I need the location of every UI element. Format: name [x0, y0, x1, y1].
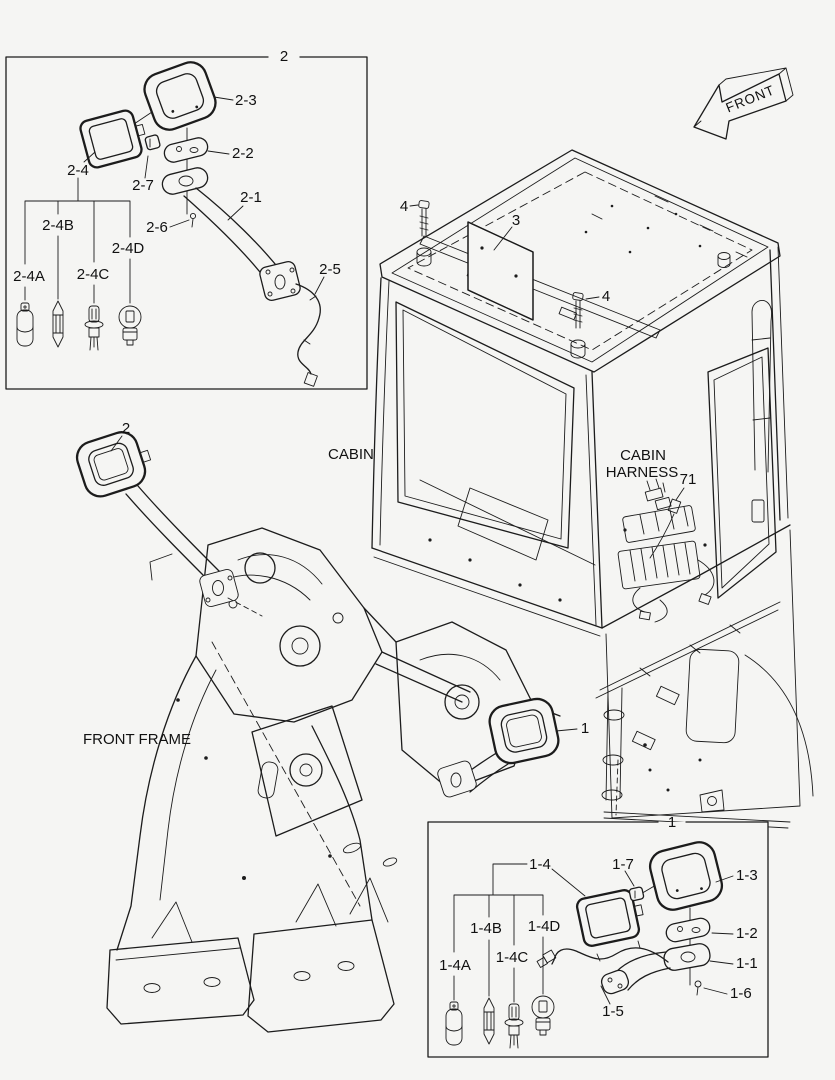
- box2-lamp-label: 2-4: [67, 162, 89, 179]
- box1-knob-label: 1-7: [612, 856, 634, 873]
- box2-plate-part: [163, 137, 209, 163]
- box1-bulb-c-label: 1-4C: [496, 949, 529, 966]
- cabin-label: CABIN: [328, 446, 374, 463]
- front-direction-arrow: FRONT: [693, 67, 794, 140]
- box1-screw-part: [694, 980, 702, 996]
- box1-lamp-label: 1-4: [529, 856, 551, 873]
- box2-screw-part: [189, 212, 197, 228]
- box1-bracket-part: [600, 943, 711, 995]
- lamp2-plate: [199, 569, 239, 607]
- front-arrow-label: FRONT: [724, 82, 777, 115]
- detail-box-2: 2 2-3 2-2 2-4 2-7 2-1 2-6 2-5 2-4A 2-4B …: [5, 48, 368, 390]
- box1-bezel-label: 1-3: [736, 867, 758, 884]
- box2-bulb-b-label: 2-4B: [42, 217, 74, 234]
- box2-bezel-part: [143, 61, 217, 131]
- front-frame-label: FRONT FRAME: [83, 731, 191, 748]
- lamp1-installed-callout: 1: [581, 720, 589, 737]
- box1-bulb-a-label: 1-4A: [439, 957, 471, 974]
- lamp2-installed-callout: 2: [122, 420, 130, 437]
- cabin-harness-drawing: [617, 478, 715, 623]
- box2-bracket-label: 2-1: [240, 189, 262, 206]
- box2-lamp-part: [79, 109, 146, 169]
- box1-bezel-part: [648, 841, 724, 911]
- cabin-drawing: [371, 149, 791, 699]
- box1-harness-label: 1-5: [602, 1003, 624, 1020]
- box1-bulb-b-label: 1-4B: [470, 920, 502, 937]
- cabin-harness-label-line2: HARNESS: [606, 464, 679, 481]
- box2-harness-label: 2-5: [319, 261, 341, 278]
- box1-title: 1: [668, 814, 676, 831]
- box2-bezel-label: 2-3: [235, 92, 257, 109]
- box2-plate-label: 2-2: [232, 145, 254, 162]
- roof-bolt-callout-4b: 4: [602, 288, 610, 305]
- detail-box-1: 1 1-4 1-7 1-3 1-2 1-1 1-6 1-5 1-4A 1-4B …: [427, 814, 769, 1058]
- box2-knob-label: 2-7: [132, 177, 154, 194]
- lamp1-head: [488, 697, 560, 765]
- lamp1-plate: [437, 760, 477, 798]
- cabin-harness-label-line1: CABIN: [620, 447, 666, 464]
- box2-bulb-c-label: 2-4C: [77, 266, 110, 283]
- roof-panel-callout-3: 3: [512, 212, 520, 229]
- box1-bulb-d-label: 1-4D: [528, 918, 561, 935]
- roof-bolt-b-icon: [570, 292, 586, 359]
- work-lamp-1-installed: [437, 697, 578, 798]
- box1-lamp-part: [575, 889, 644, 947]
- box1-bracket-label: 1-1: [736, 955, 758, 972]
- work-lamp-2-installed: [75, 431, 263, 617]
- rear-frame-drawing: [601, 529, 814, 829]
- box2-harness-part: [295, 283, 321, 387]
- box2-bracket-part: [183, 187, 301, 302]
- box1-plate-part: [665, 917, 711, 943]
- box2-bulb-a-label: 2-4A: [13, 268, 45, 285]
- front-frame-drawing: [106, 527, 561, 1033]
- box1-knob-part: [628, 886, 645, 902]
- roof-bolt-callout-4a: 4: [400, 198, 408, 215]
- box2-bulb-d-label: 2-4D: [112, 240, 145, 257]
- box2-title: 2: [280, 48, 288, 65]
- box2-screw-label: 2-6: [146, 219, 168, 236]
- box1-screw-label: 1-6: [730, 985, 752, 1002]
- box2-knob-part: [144, 134, 161, 151]
- roof-bolt-a-icon: [416, 200, 432, 267]
- roof-panel-and-bolts: [409, 200, 661, 359]
- box1-plate-label: 1-2: [736, 925, 758, 942]
- harness-callout-71: 71: [680, 471, 697, 488]
- lamp2-head: [75, 431, 152, 498]
- box1-harness-part: [536, 940, 669, 968]
